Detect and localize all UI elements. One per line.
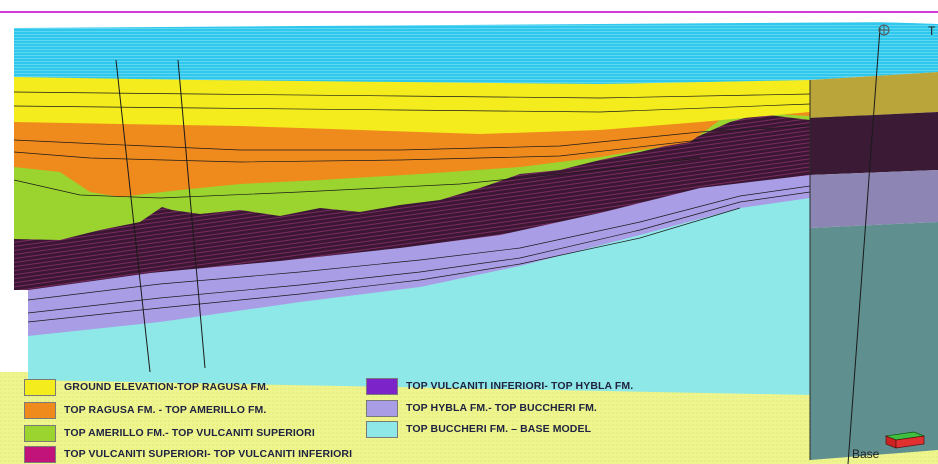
legend-swatch bbox=[366, 399, 398, 417]
legend-item-ragusa-amerillo: TOP RAGUSA FM. - TOP AMERILLO FM. bbox=[24, 400, 266, 420]
legend-label: TOP AMERILLO FM.- TOP VULCANITI SUPERIOR… bbox=[64, 427, 315, 439]
legend-label: TOP RAGUSA FM. - TOP AMERILLO FM. bbox=[64, 404, 267, 416]
edge-label-top: T bbox=[928, 24, 936, 38]
edge-label-base: Base bbox=[852, 447, 880, 461]
legend-swatch bbox=[24, 378, 56, 396]
layer-hybla bbox=[28, 172, 810, 336]
compass-icon bbox=[878, 24, 890, 36]
legend-label: GROUND ELEVATION-TOP RAGUSA FM. bbox=[64, 381, 269, 393]
legend-label: TOP VULCANITI INFERIORI- TOP HYBLA FM. bbox=[406, 380, 634, 392]
well-lines bbox=[115, 27, 881, 464]
legend-swatch bbox=[24, 445, 56, 463]
layer-ragusa-amerillo bbox=[14, 110, 810, 197]
layer-ground-ragusa bbox=[14, 75, 810, 134]
horizon-lines bbox=[13, 91, 811, 323]
legend-item-ground-ragusa: GROUND ELEVATION-TOP RAGUSA FM. bbox=[24, 377, 269, 397]
legend-item-hybla-buccheri: TOP HYBLA FM.- TOP BUCCHERI FM. bbox=[366, 398, 597, 418]
side-face-lavender bbox=[810, 170, 938, 228]
legend-swatch bbox=[366, 377, 398, 395]
legend-item-vulcaniti-hybla: TOP VULCANITI INFERIORI- TOP HYBLA FM. bbox=[366, 376, 633, 396]
legend-label: TOP HYBLA FM.- TOP BUCCHERI FM. bbox=[406, 402, 597, 414]
legend-swatch bbox=[24, 424, 56, 442]
orientation-cube-icon bbox=[884, 431, 926, 449]
side-face-cyan bbox=[810, 222, 938, 460]
legend-item-vulcaniti-sup-inf: TOP VULCANITI SUPERIORI- TOP VULCANITI I… bbox=[24, 444, 352, 464]
legend-label: TOP VULCANITI SUPERIORI- TOP VULCANITI I… bbox=[64, 448, 353, 460]
legend-label: TOP BUCCHERI FM. – BASE MODEL bbox=[406, 423, 592, 435]
legend-swatch bbox=[24, 401, 56, 419]
legend-swatch bbox=[366, 420, 398, 438]
side-face-top bbox=[810, 72, 938, 118]
layer-amerillo-vulcaniti bbox=[14, 110, 810, 240]
side-face-purple bbox=[810, 112, 938, 175]
layer-buccheri-base bbox=[28, 195, 812, 395]
legend-item-buccheri-base: TOP BUCCHERI FM. – BASE MODEL bbox=[366, 419, 591, 439]
model-floor bbox=[0, 372, 938, 464]
legend-item-amerillo-vulcaniti: TOP AMERILLO FM.- TOP VULCANITI SUPERIOR… bbox=[24, 423, 315, 443]
top-surface bbox=[14, 22, 938, 84]
layer-vulcaniti bbox=[14, 112, 922, 290]
